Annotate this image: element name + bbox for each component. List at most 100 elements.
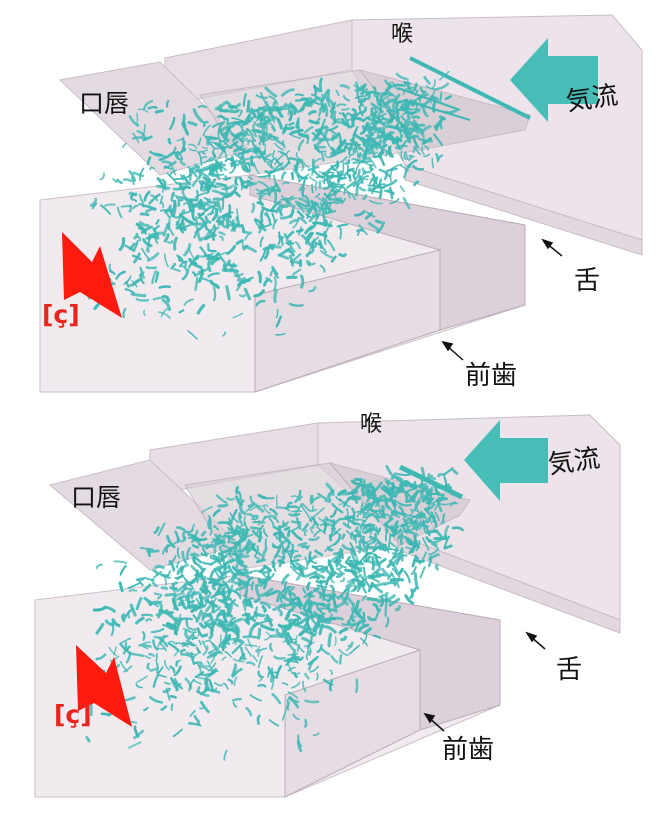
turbulence-squiggle (350, 604, 359, 618)
turbulence-squiggle (160, 586, 169, 591)
turbulence-squiggle (253, 218, 265, 228)
turbulence-squiggle (291, 601, 302, 610)
turbulence-squiggle (240, 646, 246, 660)
turbulence-squiggle (209, 662, 217, 670)
turbulence-squiggle (208, 647, 220, 654)
turbulence-squiggle (310, 223, 317, 230)
turbulence-squiggle (257, 270, 262, 284)
turbulence-squiggle (290, 495, 298, 498)
turbulence-squiggle (384, 106, 395, 114)
turbulence-squiggle (286, 529, 291, 538)
turbulence-squiggle (133, 232, 139, 240)
turbulence-squiggle (290, 520, 302, 524)
turbulence-squiggle (444, 484, 448, 493)
turbulence-squiggle (215, 571, 225, 583)
turbulence-squiggle (404, 491, 409, 504)
turbulence-squiggle (165, 534, 176, 549)
turbulence-squiggle (172, 185, 183, 191)
turbulence-squiggle (381, 507, 386, 516)
turbulence-squiggle (350, 585, 358, 593)
turbulence-squiggle (182, 628, 191, 633)
turbulence-squiggle (167, 642, 180, 652)
turbulence-squiggle (295, 562, 307, 570)
turbulence-squiggle (202, 156, 212, 164)
turbulence-squiggle (164, 659, 170, 671)
turbulence-squiggle (269, 508, 278, 516)
turbulence-squiggle (166, 172, 178, 184)
turbulence-squiggle (423, 153, 431, 158)
turbulence-squiggle (388, 597, 401, 607)
turbulence-squiggle (357, 152, 362, 159)
turbulence-squiggle (196, 303, 206, 315)
turbulence-squiggle (322, 624, 337, 634)
turbulence-squiggle (218, 253, 226, 264)
turbulence-squiggle (400, 524, 407, 528)
lips-label: 口唇 (71, 483, 122, 512)
turbulence-squiggle (257, 683, 267, 688)
turbulence-squiggle (197, 151, 203, 166)
turbulence-squiggle (288, 122, 295, 127)
turbulence-squiggle (329, 129, 339, 137)
turbulence-squiggle (233, 640, 245, 644)
turbulence-squiggle (237, 176, 245, 183)
turbulence-squiggle (153, 526, 160, 534)
turbulence-squiggle (370, 102, 384, 114)
turbulence-squiggle (141, 271, 146, 280)
turbulence-squiggle (188, 169, 195, 181)
turbulence-squiggle (210, 255, 220, 260)
turbulence-squiggle (212, 122, 224, 129)
turbulence-squiggle (195, 609, 203, 623)
turbulence-squiggle (168, 559, 176, 572)
turbulence-squiggle (255, 188, 264, 192)
turbulence-squiggle (227, 598, 237, 610)
turbulence-squiggle (122, 307, 127, 319)
turbulence-squiggle (324, 220, 333, 235)
turbulence-squiggle (166, 240, 174, 244)
turbulence-squiggle (257, 649, 262, 657)
turbulence-squiggle (301, 502, 311, 512)
turbulence-squiggle (281, 88, 295, 97)
turbulence-squiggle (129, 278, 143, 287)
turbulence-squiggle (285, 197, 298, 204)
turbulence-squiggle (214, 184, 227, 189)
turbulence-squiggle (181, 550, 188, 565)
turbulence-squiggle (360, 507, 366, 516)
turbulence-squiggle (355, 678, 359, 694)
turbulence-squiggle (218, 634, 222, 649)
turbulence-squiggle (176, 617, 183, 629)
turbulence-squiggle (175, 181, 190, 186)
turbulence-squiggle (403, 163, 411, 179)
turbulence-squiggle (185, 547, 192, 561)
turbulence-squiggle (194, 276, 199, 291)
turbulence-squiggle (300, 545, 309, 550)
turbulence-squiggle (170, 703, 174, 711)
turbulence-squiggle (189, 710, 196, 718)
turbulence-squiggle (184, 677, 193, 690)
turbulence-squiggle (211, 173, 225, 178)
turbulence-squiggle (181, 267, 190, 281)
airflow-label: 気流 (546, 443, 602, 481)
turbulence-squiggle (376, 497, 380, 508)
turbulence-squiggle (443, 109, 458, 115)
turbulence-squiggle (412, 586, 419, 593)
turbulence-squiggle (434, 511, 440, 522)
turbulence-squiggle (202, 585, 209, 594)
turbulence-squiggle (229, 636, 240, 641)
turbulence-squiggle (161, 298, 172, 311)
turbulence-squiggle (235, 555, 239, 568)
turbulence-squiggle (141, 631, 146, 641)
turbulence-squiggle (362, 611, 366, 626)
turbulence-squiggle (387, 573, 393, 580)
turbulence-squiggle (272, 517, 280, 524)
turbulence-squiggle (241, 600, 247, 612)
turbulence-squiggle (235, 486, 239, 495)
turbulence-squiggle (218, 620, 226, 633)
turbulence-squiggle (152, 296, 164, 301)
turbulence-squiggle (389, 577, 405, 582)
turbulence-squiggle (208, 580, 217, 586)
turbulence-squiggle (130, 292, 147, 298)
turbulence-squiggle (157, 611, 161, 619)
turbulence-squiggle (369, 481, 373, 496)
turbulence-squiggle (365, 545, 380, 550)
turbulence-squiggle (176, 594, 187, 601)
